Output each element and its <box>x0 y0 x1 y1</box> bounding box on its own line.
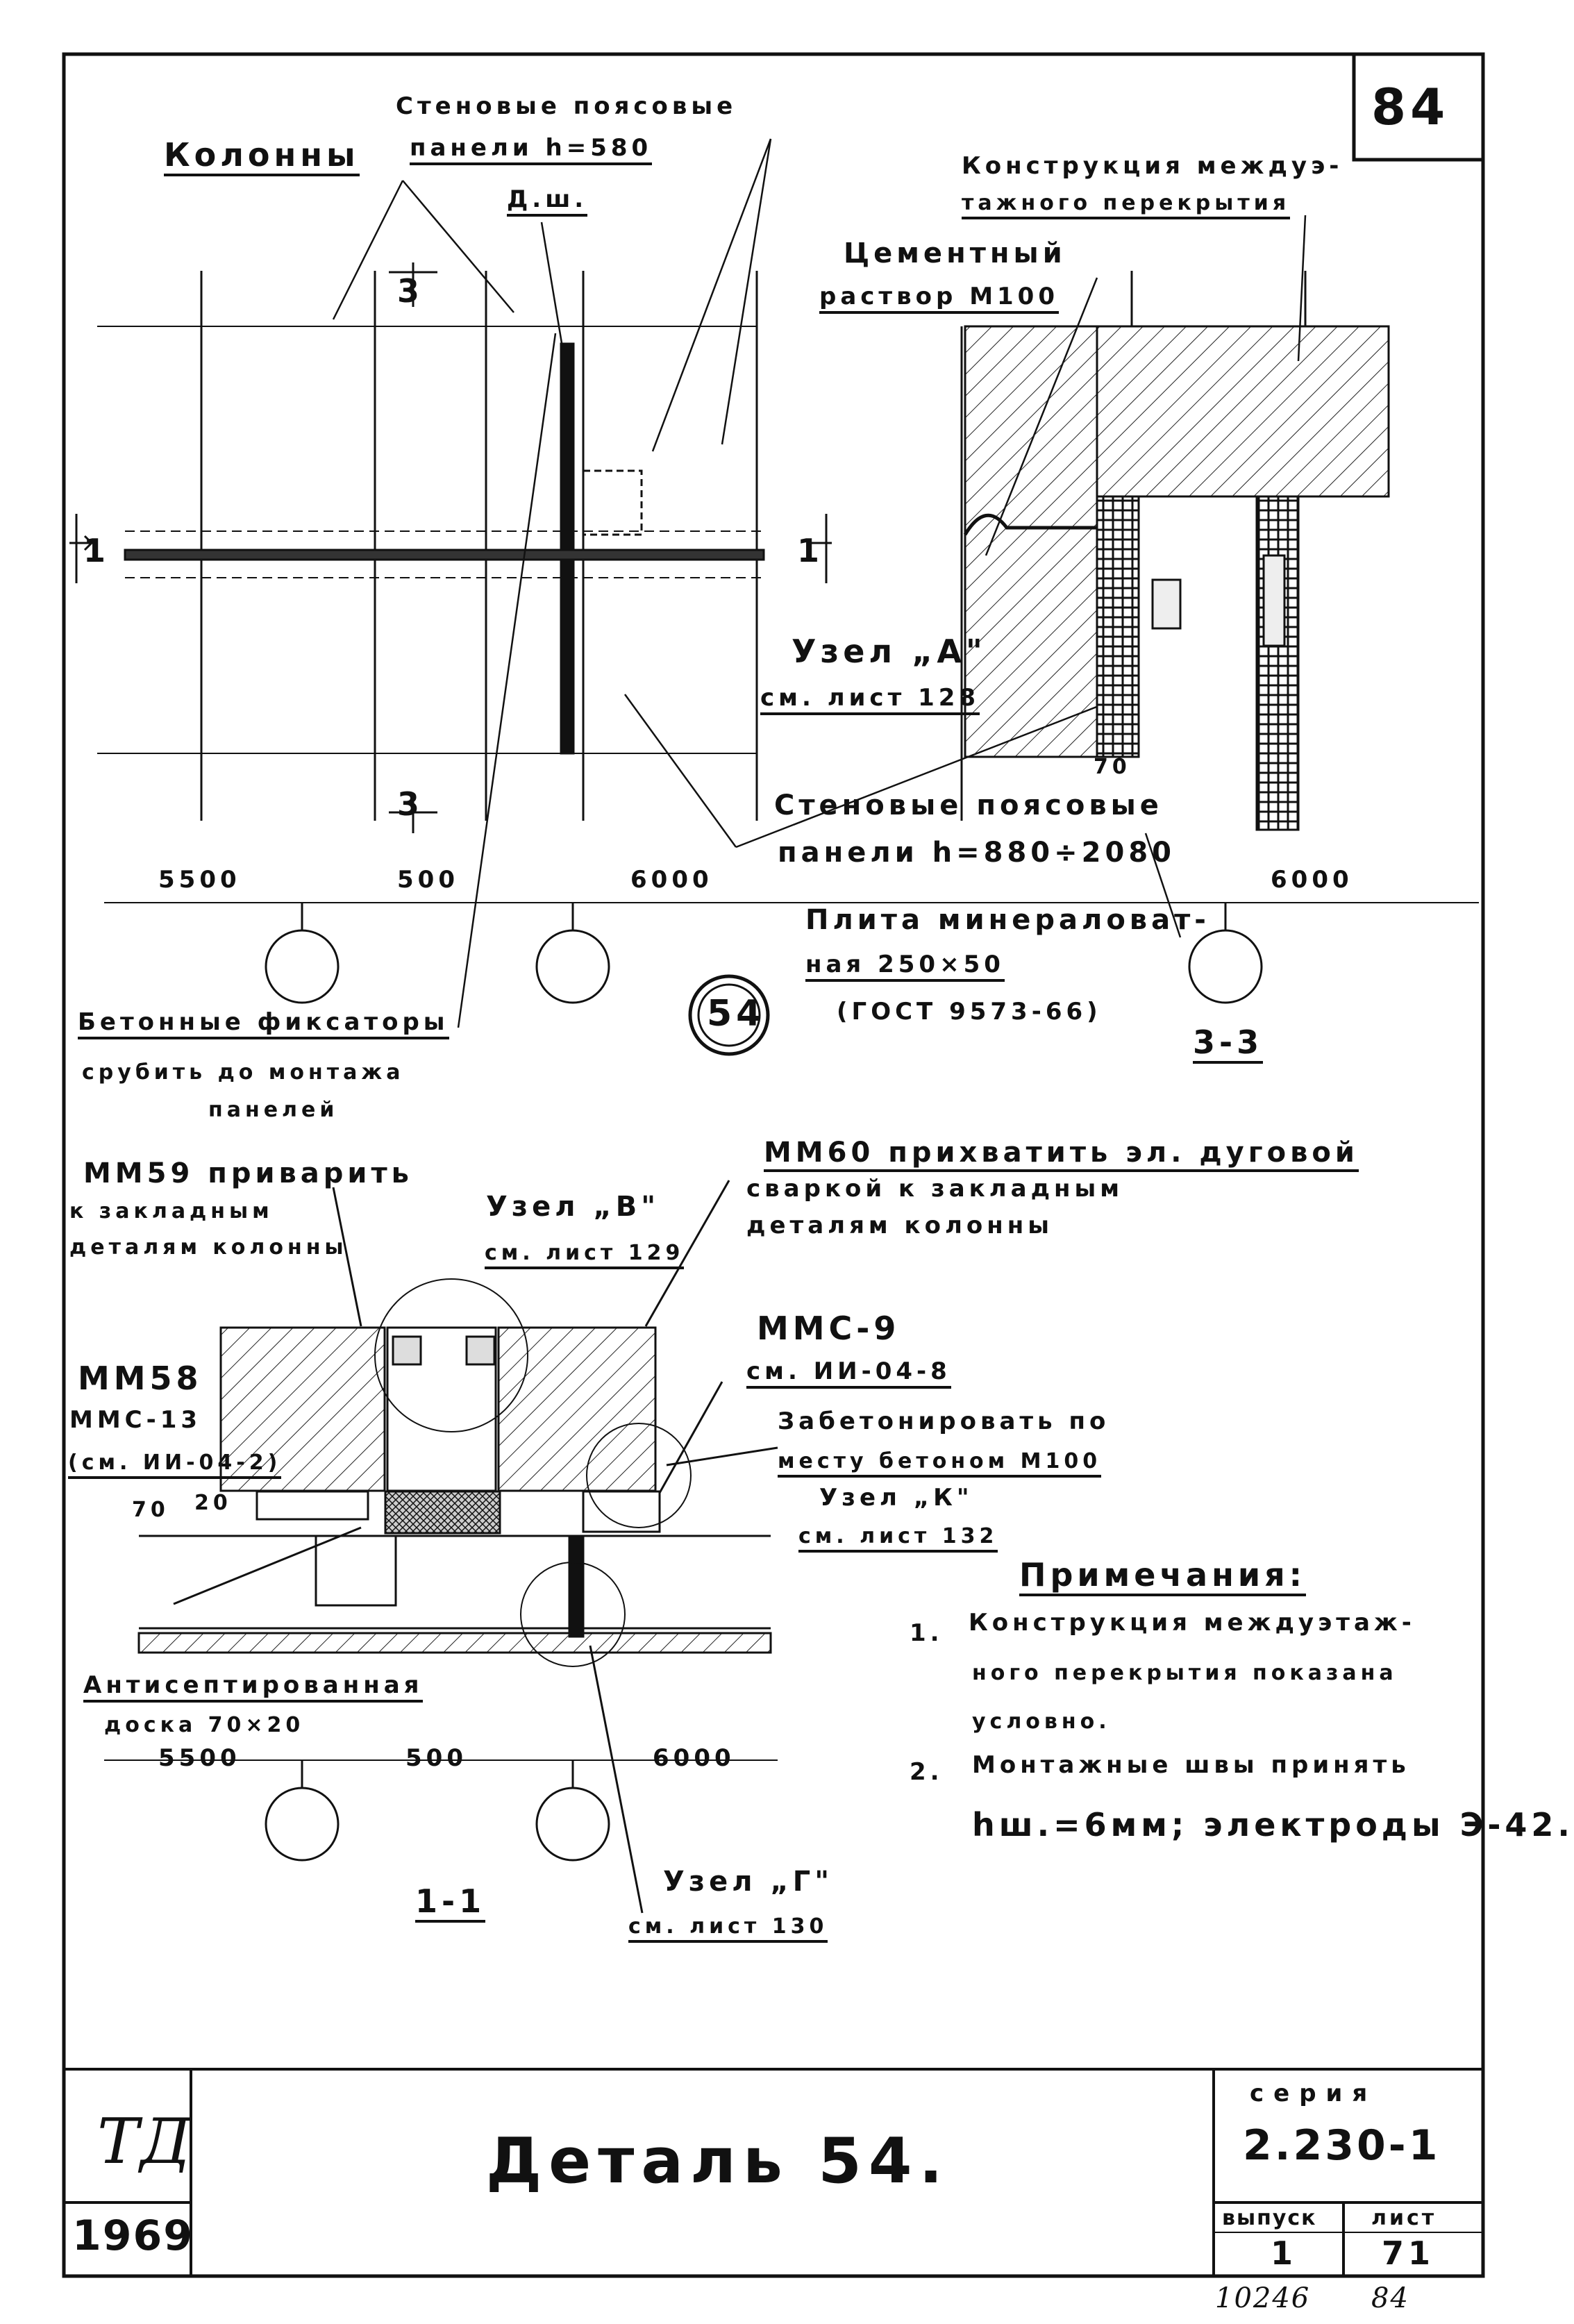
note-2-number: 2. <box>910 1758 944 1786</box>
label-floor-construction-1: Конструкция междуэ- <box>962 152 1343 180</box>
page-number: 84 <box>1371 78 1450 136</box>
cut-mark-3-top: 3 <box>397 272 424 310</box>
label-board-2: доска 70×20 <box>104 1713 305 1737</box>
label-wall-panels-top-2: панели h=580 <box>410 136 653 165</box>
series-number: 2.230-1 <box>1243 2121 1441 2170</box>
label-mmc9-2: см. ИИ-04-8 <box>746 1360 951 1389</box>
archive-number: 10246 <box>1215 2282 1311 2314</box>
series-label: серия <box>1250 2080 1378 2107</box>
label-columns: Колонны <box>164 139 360 176</box>
label-fixators-2: срубить до монтажа <box>82 1060 405 1085</box>
label-wall-panels-top-1: Стеновые поясовые <box>396 92 737 120</box>
label-concrete-1: Забетонировать по <box>778 1407 1110 1435</box>
section-3-3 <box>960 271 1390 831</box>
label-mmc9-1: ММС-9 <box>757 1310 901 1347</box>
label-mineral-2: ная 250×50 <box>805 953 1005 982</box>
label-wall-panels-mid-2: панели h=880÷2080 <box>778 837 1175 869</box>
issue-number: 1 <box>1271 2234 1298 2272</box>
note-1-number: 1. <box>910 1619 944 1647</box>
label-dim-70-left: 70 <box>132 1498 169 1522</box>
section-label-3-3: 3-3 <box>1193 1026 1264 1064</box>
sheet-label: лист <box>1371 2206 1437 2230</box>
dim-top-left: 5500 <box>158 866 241 894</box>
label-mm59-3: деталям колонны <box>69 1235 348 1260</box>
label-node-v-1: Узел „В" <box>486 1191 660 1223</box>
drawing-title: Деталь 54. <box>486 2125 950 2198</box>
plan-view <box>69 262 832 833</box>
note-1-line-2: ного перекрытия показана <box>972 1661 1398 1685</box>
label-board-1: Антисептированная <box>83 1673 424 1703</box>
sheet-number: 71 <box>1382 2234 1435 2272</box>
label-mm60-2: сваркой к закладным <box>746 1175 1124 1203</box>
section-1-1 <box>137 1180 778 1914</box>
label-mm60-3: деталям колонны <box>746 1212 1053 1239</box>
note-1-line-3: условно. <box>972 1709 1111 1734</box>
label-mm59-2: к закладным <box>69 1199 274 1223</box>
label-mineral-1: Плита минераловат- <box>805 904 1210 936</box>
label-node-a-1: Узел „А" <box>792 633 987 670</box>
label-fixators-1: Бетонные фиксаторы <box>78 1010 449 1039</box>
dim-bot-left: 5500 <box>158 1744 241 1772</box>
title-year: 1969 <box>72 2212 194 2260</box>
dim-top-far-right: 6000 <box>1271 866 1353 894</box>
border-frame <box>62 52 1485 2278</box>
drawing-sheet: 84 Колонны Стеновые поясовые панели h=58… <box>62 52 1570 2314</box>
label-fixators-3: панелей <box>208 1098 339 1122</box>
detail-number-circle: 54 <box>707 993 766 1035</box>
bottom-page-number: 84 <box>1371 2282 1409 2314</box>
label-mm58: ММ58 <box>78 1360 203 1397</box>
note-1-line-1: Конструкция междуэтаж- <box>969 1609 1416 1637</box>
note-2-line-1: Монтажные швы принять <box>972 1751 1410 1779</box>
issue-label: выпуск <box>1222 2206 1317 2230</box>
dim-bot-right: 6000 <box>653 1744 735 1772</box>
label-cement-2: раствор М100 <box>819 285 1059 314</box>
cut-mark-3-bottom: 3 <box>397 785 424 823</box>
label-dim-20: 20 <box>194 1491 232 1515</box>
label-concrete-2: месту бетоном М100 <box>778 1451 1102 1478</box>
dim-top-right: 6000 <box>630 866 713 894</box>
label-dim-70-top: 70 <box>1094 755 1131 779</box>
cut-mark-1-left: 1 <box>83 532 110 569</box>
notes-heading: Примечания: <box>1019 1559 1307 1596</box>
label-mmc13-1: ММС-13 <box>69 1406 202 1434</box>
label-dsh: Д.ш. <box>507 187 588 217</box>
label-cement-1: Цементный <box>844 237 1066 269</box>
label-mm59-1: ММ59 приварить <box>83 1157 413 1189</box>
label-node-k-1: Узел „К" <box>819 1484 973 1512</box>
label-wall-panels-mid-1: Стеновые поясовые <box>774 789 1163 821</box>
label-floor-construction-2: тажного перекрытия <box>962 193 1291 219</box>
label-node-g-1: Узел „Г" <box>663 1866 834 1898</box>
label-mm60-1: ММ60 прихватить эл. дуговой <box>764 1139 1359 1172</box>
note-2-line-2: hш.=6мм; электроды Э-42. <box>972 1806 1574 1844</box>
drawing-linework <box>62 52 1485 2278</box>
axis-marks <box>104 902 1479 1862</box>
cut-mark-1-right: 1 <box>797 532 824 569</box>
section-label-1-1: 1-1 <box>415 1885 486 1923</box>
label-node-k-2: см. лист 132 <box>798 1526 998 1553</box>
label-node-a-2: см. лист 128 <box>760 686 980 715</box>
label-mmc13-2: (см. ИИ-04-2) <box>68 1453 282 1479</box>
title-block-lines <box>64 2068 1483 2276</box>
dim-top-mid: 500 <box>397 866 459 894</box>
label-node-v-2: см. лист 129 <box>485 1243 685 1269</box>
org-mark: ТД <box>97 2105 193 2178</box>
label-node-g-2: см. лист 130 <box>628 1916 828 1943</box>
dim-bot-mid: 500 <box>405 1744 467 1772</box>
label-mineral-3: (ГОСТ 9573-66) <box>837 998 1102 1026</box>
